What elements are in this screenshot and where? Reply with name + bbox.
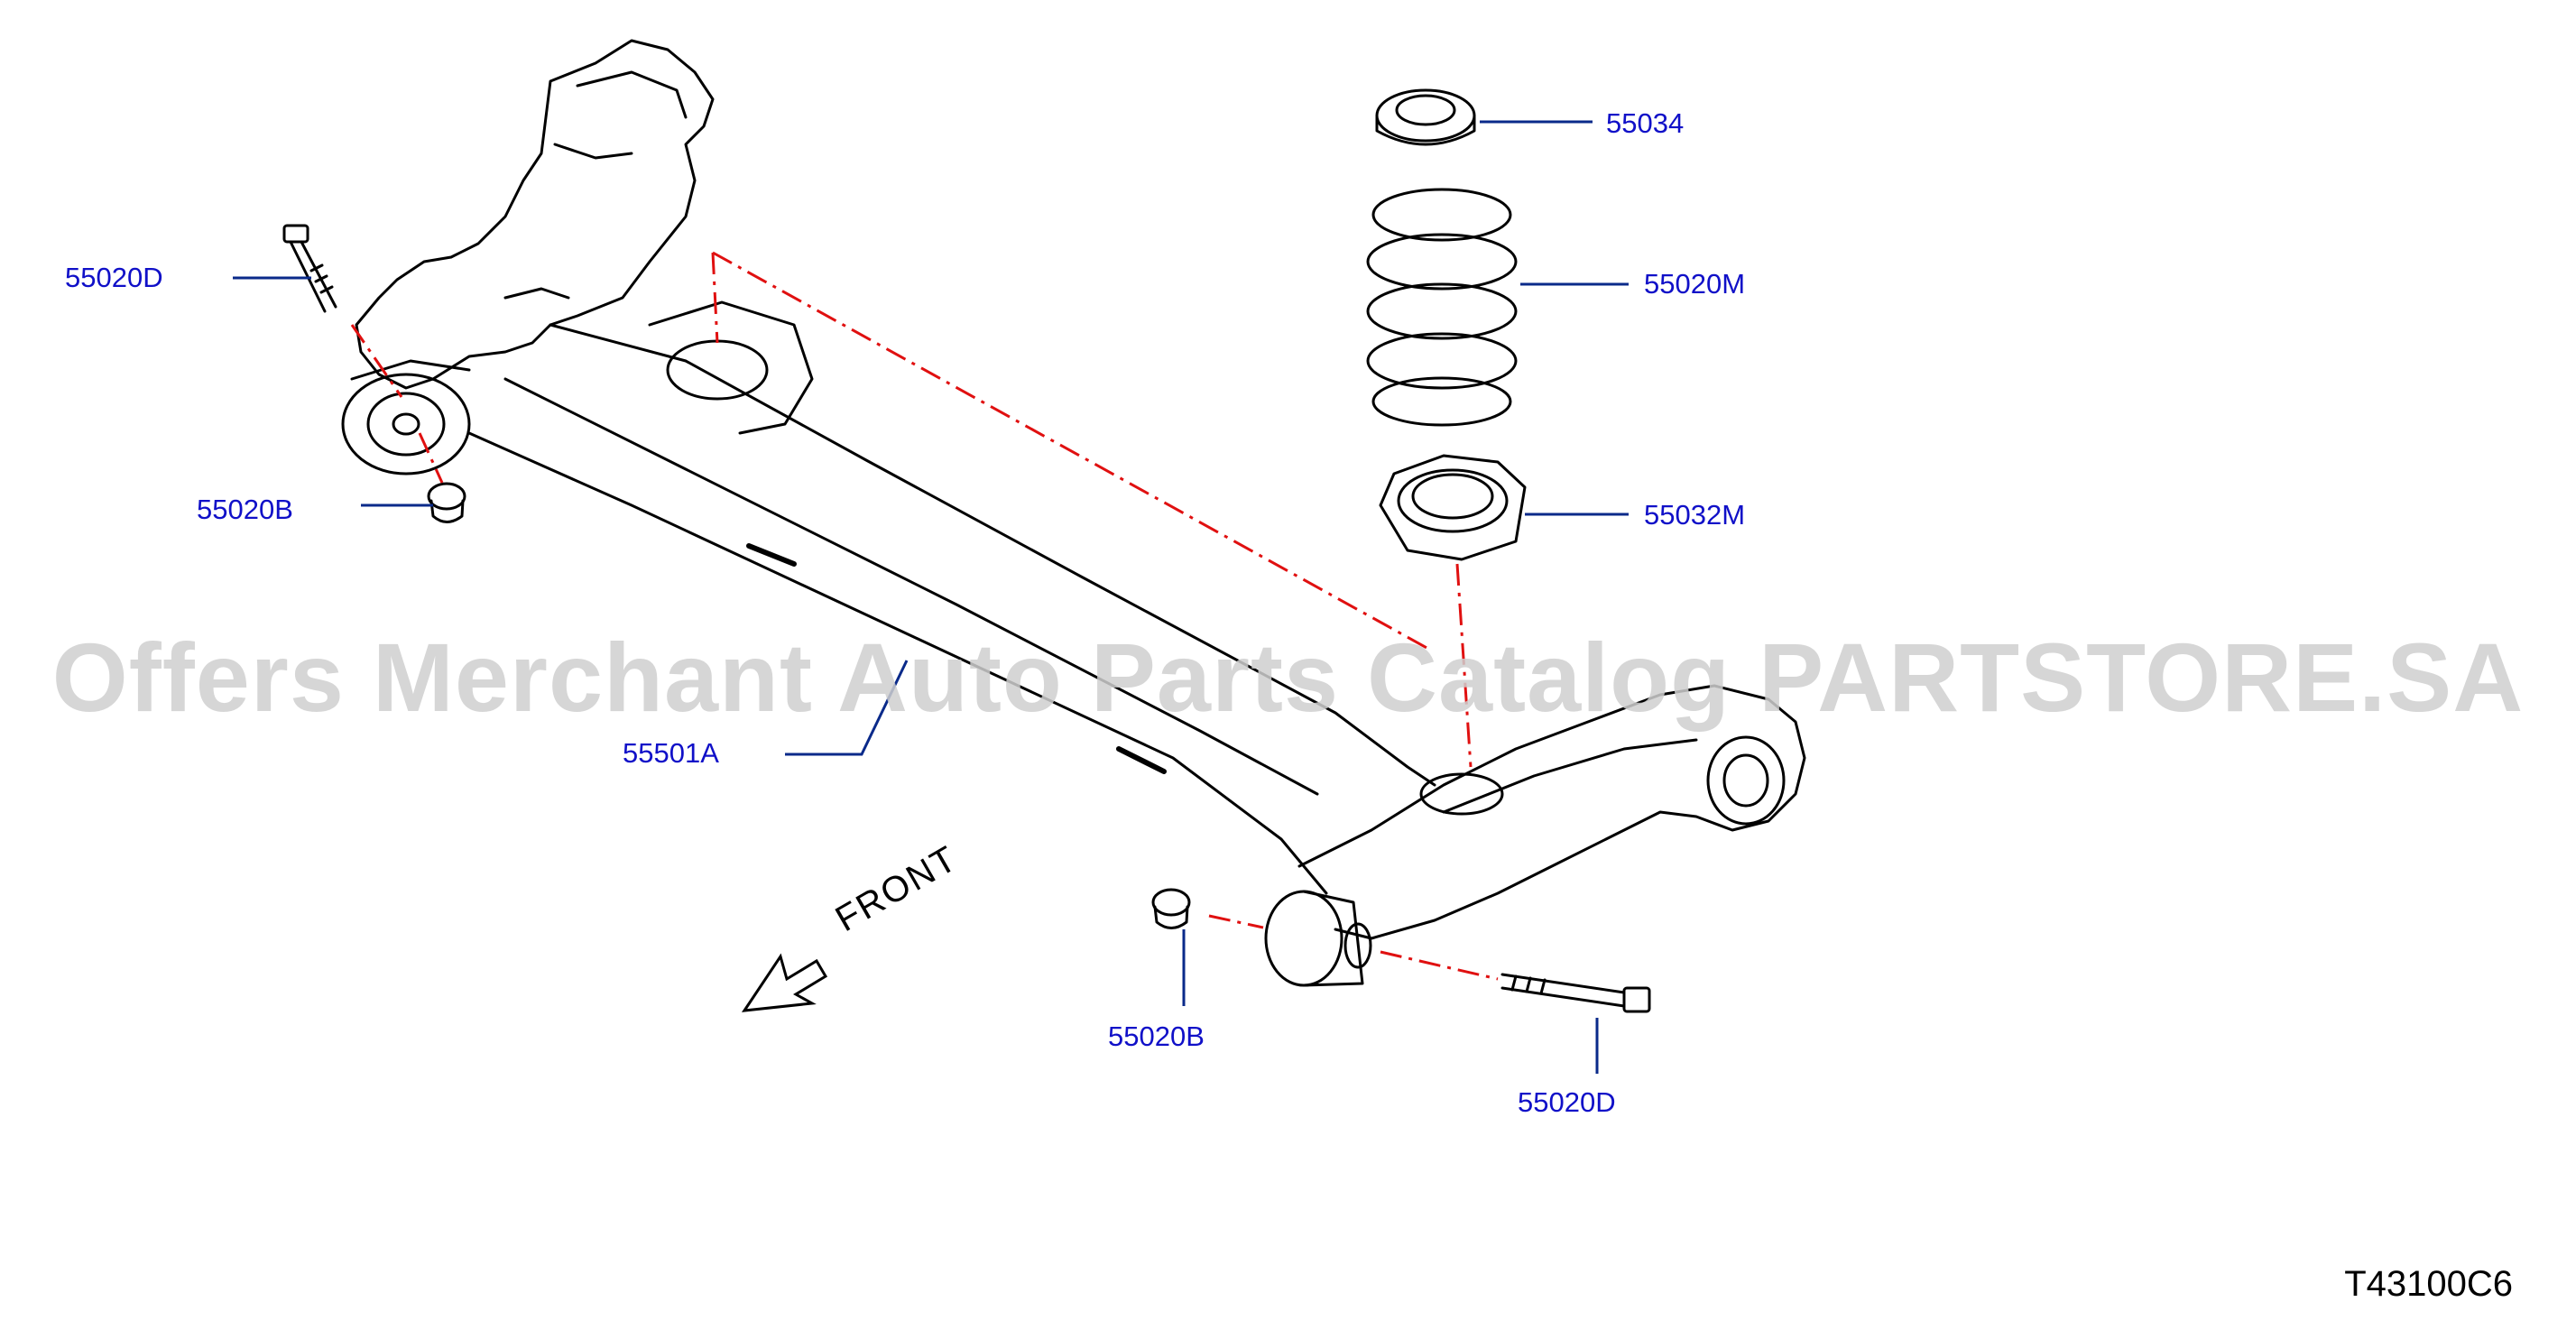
- callout-55020d-left[interactable]: 55020D: [65, 262, 163, 293]
- left-bushing: [341, 359, 471, 476]
- callout-55020b-right[interactable]: 55020B: [1108, 1020, 1205, 1052]
- right-trailing-arm: [1297, 684, 1806, 940]
- watermark: Offers Merchant Auto Parts Catalog PARTS…: [51, 623, 2525, 732]
- callout-55034[interactable]: 55034: [1606, 107, 1685, 139]
- lower-spring-seat: [1379, 454, 1527, 561]
- upper-spring-seat: [1375, 88, 1476, 146]
- coil-spring: [1366, 188, 1518, 427]
- left-trailing-arm: [355, 39, 715, 390]
- left-nut: [427, 482, 466, 523]
- callout-55020b-left[interactable]: 55020B: [197, 494, 293, 525]
- diagram-code: T43100C6: [2344, 1264, 2513, 1304]
- callout-55501a[interactable]: 55501A: [623, 737, 719, 769]
- right-bushing: [1264, 890, 1372, 987]
- front-arrow-icon: [741, 953, 828, 1012]
- left-bolt: [282, 224, 337, 313]
- right-nut: [1151, 888, 1191, 929]
- callout-55032m[interactable]: 55032M: [1644, 499, 1746, 531]
- axle-beam: [549, 323, 1436, 787]
- callout-55020d-right[interactable]: 55020D: [1518, 1086, 1616, 1118]
- callout-55020m[interactable]: 55020M: [1644, 268, 1746, 300]
- right-bolt: [1500, 973, 1651, 1013]
